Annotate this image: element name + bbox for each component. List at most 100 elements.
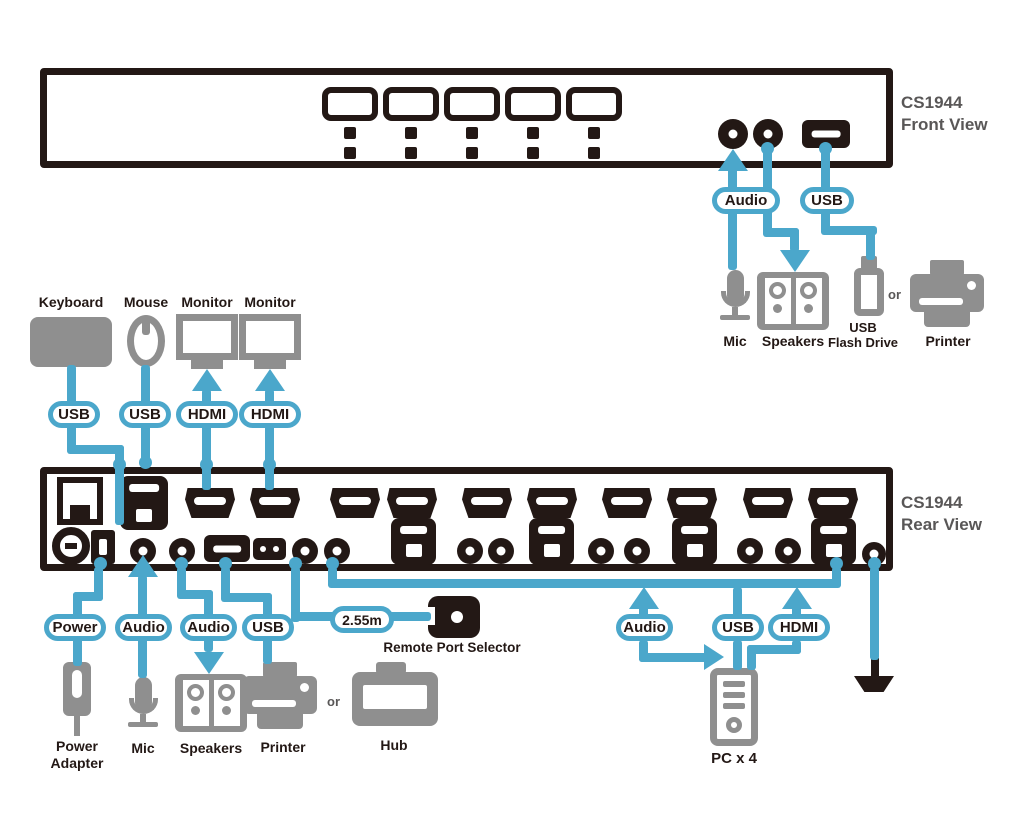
pc-hdmi-cable xyxy=(792,606,801,618)
cable-junction xyxy=(289,557,302,570)
led-indicator xyxy=(344,127,356,139)
cable-junction xyxy=(139,456,152,469)
led-indicator xyxy=(588,147,600,159)
pc-hdmi-cable-arrow xyxy=(782,587,812,609)
keyboard-icon xyxy=(30,317,112,367)
cable-length-badge: 2.55m xyxy=(330,606,394,633)
hdmi-port xyxy=(250,488,300,518)
power-switch xyxy=(52,527,90,565)
cable-junction xyxy=(263,458,276,471)
port-select-button xyxy=(566,87,622,121)
front-mic-cable xyxy=(728,168,737,270)
pc-label: PC x 4 xyxy=(711,750,757,767)
monitor-label: Monitor xyxy=(181,294,233,310)
printer-icon xyxy=(243,662,317,729)
pc-usb-port xyxy=(391,518,436,565)
keyboard-usb-badge: USB xyxy=(48,401,100,428)
remote-port-selector-label: Remote Port Selector xyxy=(383,640,521,655)
printer-icon xyxy=(910,260,984,327)
front-view-label: Front View xyxy=(901,115,988,135)
pc-audio-cable-arrow xyxy=(704,644,724,670)
ground-icon xyxy=(871,658,879,678)
monitor-cable xyxy=(265,389,274,490)
ground-icon xyxy=(854,676,894,692)
monitor-cable xyxy=(202,389,211,490)
hub-label: Hub xyxy=(380,737,408,753)
pc-audio-jack xyxy=(624,538,650,564)
port-select-button xyxy=(322,87,378,121)
front-usb-badge: USB xyxy=(800,187,854,214)
led-indicator xyxy=(527,127,539,139)
front-usb-cable xyxy=(821,226,877,235)
front-flash-label: USB Flash Drive xyxy=(827,320,899,351)
monitor-icon xyxy=(239,314,301,360)
pc-bus-cable xyxy=(328,567,337,587)
hdmi-port xyxy=(387,488,437,518)
pc-hdmi-cable xyxy=(747,645,801,654)
monitor-stand xyxy=(191,360,223,369)
power-adapter-icon xyxy=(74,716,80,736)
usb-peripheral-badge: USB xyxy=(242,614,294,641)
speakers-icon xyxy=(757,272,829,330)
pc-usb-cable xyxy=(733,587,742,617)
hdmi-port xyxy=(808,488,858,518)
rear-printer-label: Printer xyxy=(260,739,306,755)
keyboard-label: Keyboard xyxy=(38,294,104,310)
hdmi-port xyxy=(743,488,793,518)
cable-junction xyxy=(94,557,107,570)
mic-cable-arrow xyxy=(128,555,158,577)
pc-audio-jack xyxy=(457,538,483,564)
hdmi-port xyxy=(330,488,380,518)
pc-audio-cable xyxy=(639,653,712,662)
hub-icon xyxy=(352,662,438,726)
hdmi-port xyxy=(462,488,512,518)
front-speakers-label: Speakers xyxy=(761,333,825,349)
front-audio-badge: Audio xyxy=(712,187,780,214)
monitor-hdmi-badge: HDMI xyxy=(176,401,238,428)
console-usb-port xyxy=(120,476,168,530)
flash-label-line2: Flash Drive xyxy=(827,335,899,351)
led-indicator xyxy=(405,147,417,159)
mic-icon xyxy=(125,677,161,727)
led-indicator xyxy=(527,147,539,159)
usb-peripheral-cable xyxy=(221,593,272,602)
hdmi-port xyxy=(527,488,577,518)
monitor-hdmi-badge: HDMI xyxy=(239,401,301,428)
power-cable xyxy=(94,567,103,601)
pc-audio-cable-arrow xyxy=(629,587,659,609)
pc-audio-cable xyxy=(639,606,648,618)
cable-junction xyxy=(868,557,881,570)
pc-audio-jack xyxy=(775,538,801,564)
cable-junction xyxy=(219,557,232,570)
power-cable xyxy=(73,592,103,601)
power-adapter-icon xyxy=(63,662,91,716)
keyboard-cable xyxy=(115,445,124,525)
front-speaker-cable xyxy=(790,228,799,252)
speaker-cable-arrow xyxy=(194,652,224,674)
front-mic-label: Mic xyxy=(723,333,747,349)
audio-speakers-badge: Audio xyxy=(180,614,237,641)
monitor-icon xyxy=(176,314,238,360)
audio-mic-badge: Audio xyxy=(115,614,172,641)
power-adapter-label: Power Adapter xyxy=(37,738,117,771)
pc-audio-jack xyxy=(488,538,514,564)
pc-hdmi-cable xyxy=(747,645,756,670)
rj45-port xyxy=(57,477,103,525)
flash-label-line1: USB xyxy=(849,320,877,335)
front-speaker-cable-arrow xyxy=(780,250,810,272)
keyboard-cable xyxy=(67,445,124,454)
cable-junction xyxy=(200,458,213,471)
front-usb-cable xyxy=(866,226,875,260)
led-indicator xyxy=(344,147,356,159)
remote-selector-cable xyxy=(291,567,300,622)
cable-junction xyxy=(830,557,843,570)
power-adapter-label-line1: Power xyxy=(55,738,98,754)
port-select-button xyxy=(383,87,439,121)
cable-junction xyxy=(326,557,339,570)
pc-bus-cable xyxy=(832,567,841,587)
led-indicator xyxy=(466,147,478,159)
monitor-cable-arrow xyxy=(192,369,222,391)
monitor-cable-arrow xyxy=(255,369,285,391)
pc-usb-port xyxy=(672,518,717,565)
mouse-usb-badge: USB xyxy=(119,401,171,428)
